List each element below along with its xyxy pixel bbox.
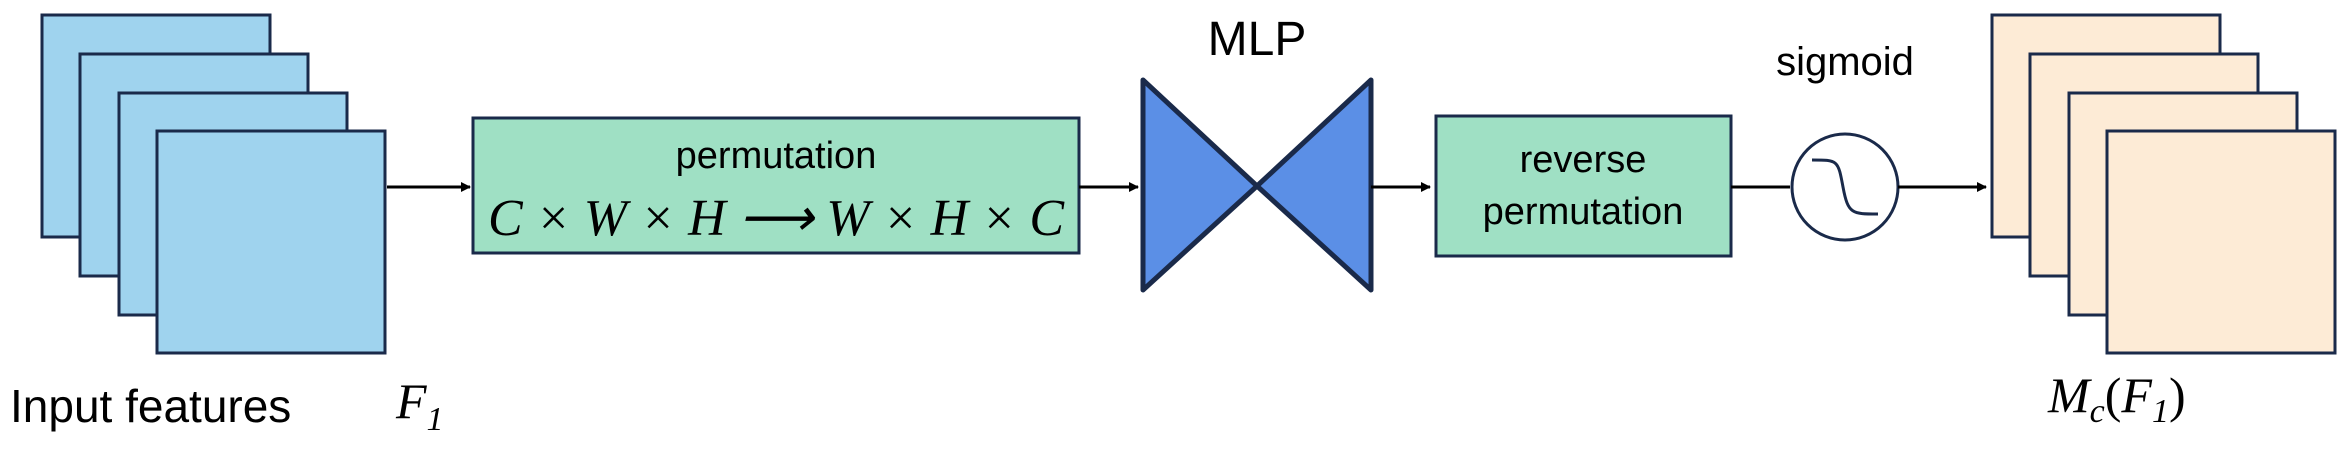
permutation-block: permutation C × W × H ⟶ W × H × C — [471, 116, 1081, 255]
mlp-block: MLP — [1140, 13, 1374, 293]
output-symbol-m-sub: c — [2090, 393, 2105, 430]
output-symbol-f-sub: 1 — [2152, 393, 2169, 430]
reverse-permutation-box — [1434, 114, 1733, 258]
sigmoid-circle — [1790, 132, 1900, 242]
output-symbol: Mc(F1) — [2047, 367, 2186, 430]
reverse-permutation-block: reverse permutation — [1434, 114, 1733, 258]
mlp-label: MLP — [1208, 13, 1307, 66]
output-feature-map-4 — [2105, 129, 2337, 355]
mlp-left-triangle — [1140, 77, 1260, 293]
input-symbol: F1 — [395, 373, 444, 438]
permutation-label: permutation — [676, 135, 877, 177]
mlp-right-triangle — [1254, 77, 1374, 293]
sigmoid-block: sigmoid — [1776, 40, 1914, 242]
reverse-permutation-line2: permutation — [1483, 191, 1684, 233]
sigmoid-label: sigmoid — [1776, 40, 1914, 84]
permutation-formula: C × W × H ⟶ W × H × C — [488, 190, 1065, 247]
input-features-label: Input features — [10, 380, 291, 432]
sigmoid-curve-icon — [1811, 158, 1879, 216]
output-symbol-f: F — [2120, 367, 2152, 423]
output-symbol-close: ) — [2169, 367, 2186, 423]
input-symbol-main: F — [395, 373, 427, 429]
output-symbol-m: M — [2047, 367, 2092, 423]
output-symbol-open: ( — [2105, 367, 2122, 423]
output-feature-stack — [1990, 13, 2337, 355]
input-symbol-sub: 1 — [427, 401, 444, 438]
input-feature-stack — [40, 13, 387, 355]
reverse-permutation-line1: reverse — [1520, 139, 1647, 181]
input-feature-map-4 — [155, 129, 387, 355]
